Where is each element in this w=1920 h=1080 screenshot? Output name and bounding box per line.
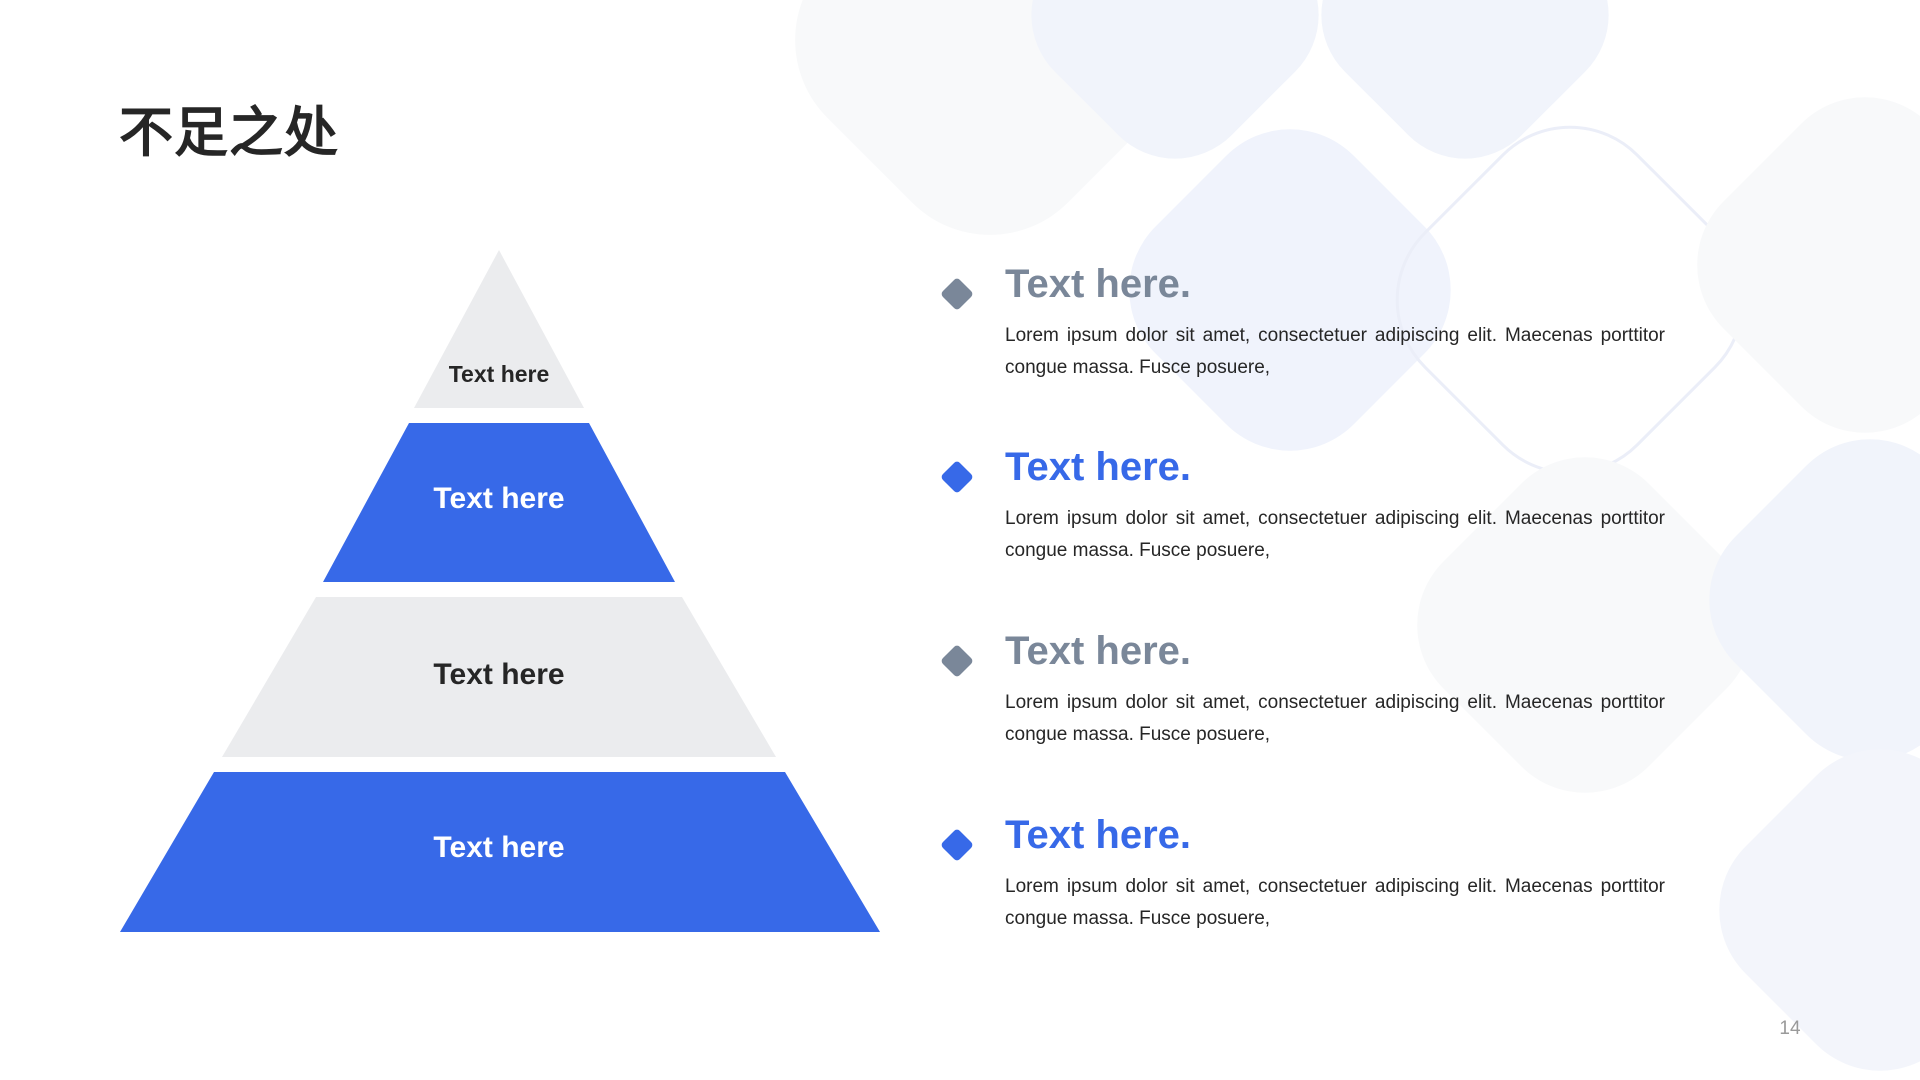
point-title: Text here. [1005,629,1191,673]
point-body: Lorem ipsum dolor sit amet, consectetuer… [1005,692,1665,745]
pyramid-level-4 [120,772,880,932]
page-number: 14 [1779,1018,1801,1039]
point-title: Text here. [1005,262,1191,306]
point-body: Lorem ipsum dolor sit amet, consectetuer… [1005,325,1665,378]
pyramid-level-1 [414,250,584,408]
point-body: Lorem ipsum dolor sit amet, consectetuer… [1005,876,1665,929]
pyramid-level-2-label: Text here [433,482,565,515]
pyramid-level-4-label: Text here [433,831,565,864]
pyramid-level-2 [323,423,675,582]
point-title: Text here. [1005,445,1191,489]
pyramid-level-3-label: Text here [433,658,565,691]
point-body: Lorem ipsum dolor sit amet, consectetuer… [1005,508,1665,561]
point-title: Text here. [1005,813,1191,857]
background-rounded-diamonds [795,0,1920,1071]
pyramid-level-3 [222,597,776,757]
pyramid-level-1-label: Text here [448,361,550,387]
page-title: 不足之处 [119,101,339,164]
